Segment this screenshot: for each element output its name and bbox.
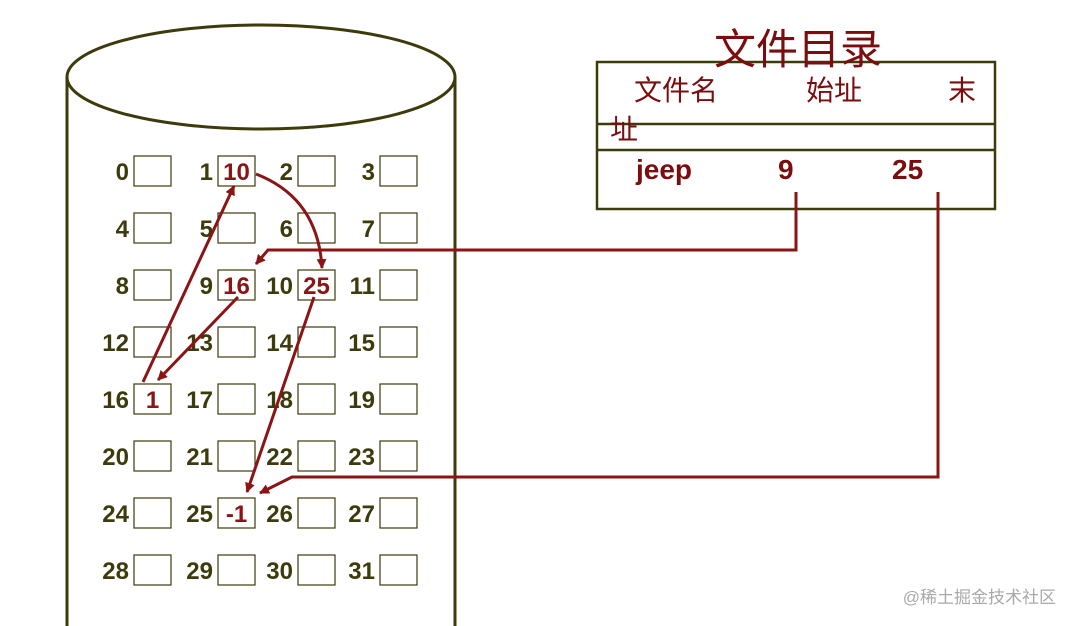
disk-block-cell: [217, 440, 256, 472]
block-number-label: 29: [186, 558, 213, 585]
block-number-label: 12: [102, 330, 129, 357]
block-number-label: 27: [348, 501, 375, 528]
header-filename: 文件名: [634, 75, 718, 106]
disk-block-cell: [217, 383, 256, 415]
start-pointer-arrow: [254, 192, 798, 265]
file-directory: 文件目录 文件名 始址 末 址 jeep 9 25: [595, 26, 997, 211]
block-pointer-value: 25: [303, 273, 330, 300]
block-number-label: 15: [348, 330, 375, 357]
block-number-label: 16: [102, 387, 129, 414]
block-pointer-value: -1: [226, 501, 247, 528]
end-pointer-arrow: [259, 192, 940, 495]
watermark: @稀土掘金技术社区: [903, 588, 1056, 607]
disk-block-cell: [297, 497, 336, 529]
block-number-label: 21: [186, 444, 213, 471]
header-end-address-part1: 末: [948, 75, 976, 106]
header-start-address: 始址: [806, 75, 862, 106]
block-number-label: 1: [200, 159, 213, 186]
link-arrow-1-to-10: [255, 172, 327, 269]
block-number-label: 23: [348, 444, 375, 471]
disk-block-cell: [217, 326, 256, 358]
link-arrow-10-to-25: [245, 296, 316, 493]
block-number-label: 24: [102, 501, 129, 528]
block-number-label: 4: [116, 216, 130, 243]
block-pointer-value: 16: [223, 273, 250, 300]
block-number-label: 7: [362, 216, 375, 243]
disk-cylinder: [65, 23, 457, 626]
link-arrows: [141, 172, 940, 495]
disk-block-cell: [217, 554, 256, 586]
block-number-label: 22: [266, 444, 293, 471]
disk-block-cell: [297, 440, 336, 472]
block-number-label: 25: [186, 501, 213, 528]
block-number-label: 19: [348, 387, 375, 414]
disk-block-cell: [133, 383, 172, 415]
block-number-label: 2: [280, 159, 293, 186]
entry-filename: jeep: [635, 154, 692, 185]
block-number-label: 13: [186, 330, 213, 357]
disk-block-cell: [217, 155, 256, 187]
block-number-label: 28: [102, 558, 129, 585]
disk-block-cell: [379, 155, 418, 187]
disk-block-cell: [379, 326, 418, 358]
block-number-label: 20: [102, 444, 129, 471]
block-number-label: 9: [200, 273, 213, 300]
disk-block-cell: [133, 269, 172, 301]
disk-block-cell: [379, 383, 418, 415]
link-arrow-16-to-1: [141, 185, 236, 383]
disk-block-cell: [133, 155, 172, 187]
disk-block-cell: [379, 497, 418, 529]
entry-start-address: 9: [778, 154, 794, 185]
block-pointer-value: 1: [146, 387, 159, 414]
disk-block-cell: [133, 440, 172, 472]
block-number-label: 17: [186, 387, 213, 414]
disk-block-cell: [297, 155, 336, 187]
disk-block-cell: [379, 440, 418, 472]
block-number-label: 6: [280, 216, 293, 243]
link-arrow-9-to-16: [156, 295, 240, 382]
header-end-address-part2: 址: [610, 114, 638, 145]
block-number-label: 26: [266, 501, 293, 528]
disk-block-cell: [379, 212, 418, 244]
disk-block-cell: [217, 212, 256, 244]
block-number-label: 11: [350, 273, 375, 300]
block-number-label: 30: [266, 558, 293, 585]
disk-block-cell: [297, 554, 336, 586]
block-number-label: 8: [116, 273, 129, 300]
disk-block-cell: [217, 269, 256, 301]
disk-block-cell: [297, 383, 336, 415]
disk-block-cell: [133, 497, 172, 529]
block-number-label: 10: [266, 273, 293, 300]
disk-block-cell: [297, 269, 336, 301]
block-number-label: 31: [348, 558, 375, 585]
block-number-label: 14: [266, 330, 293, 357]
disk-block-cell: [133, 212, 172, 244]
disk-block-cell: [379, 554, 418, 586]
disk-block-cell: [133, 554, 172, 586]
disk-block-cell: [297, 212, 336, 244]
directory-title: 文件目录: [714, 26, 882, 73]
block-number-label: 3: [362, 159, 375, 186]
entry-end-address: 25: [892, 154, 923, 185]
disk-block-cell: [217, 497, 256, 529]
disk-block-cell: [379, 269, 418, 301]
block-pointer-value: 10: [223, 159, 250, 186]
block-number-label: 0: [116, 159, 129, 186]
